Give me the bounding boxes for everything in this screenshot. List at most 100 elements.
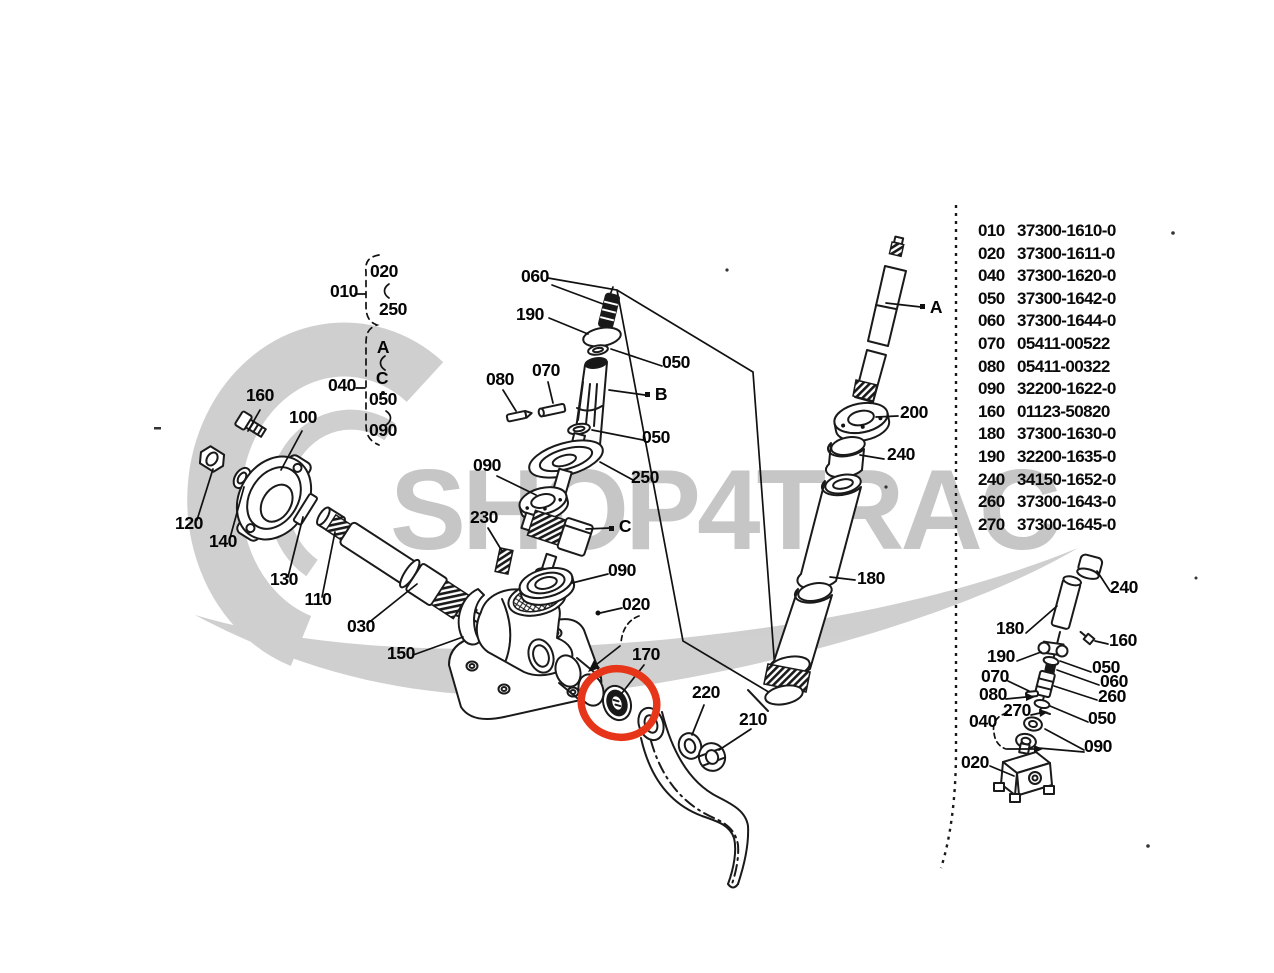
parts-row: 260 37300-1643-0	[978, 492, 1198, 515]
mini-washer-050-b	[1033, 698, 1051, 710]
steering-gear-C-part	[520, 509, 594, 557]
part-ref: 080	[978, 356, 1005, 376]
gear-housing-150	[448, 581, 603, 720]
part-number: 37300-1642-0	[1017, 288, 1116, 308]
callout-C-bracket: C	[376, 368, 389, 388]
page-specks	[154, 231, 1198, 848]
part-number: 37300-1643-0	[1017, 492, 1116, 512]
callout-180: 180	[857, 568, 886, 588]
mini-gearbox-020	[993, 742, 1055, 803]
callout-130: 130	[270, 569, 299, 589]
callout-200: 200	[900, 402, 929, 422]
part-ref: 190	[978, 446, 1005, 466]
washer-050-mid	[567, 422, 591, 436]
mini-callout-240: 240	[1110, 577, 1139, 597]
mini-bolt-160	[1079, 630, 1096, 646]
mini-callout-180: 180	[996, 618, 1025, 638]
steering-shaft-assembly	[747, 235, 907, 712]
callout-190: 190	[516, 304, 545, 324]
part-number: 34150-1652-0	[1017, 469, 1116, 489]
callout-A-bracket: A	[377, 337, 390, 357]
part-ref: 020	[978, 243, 1005, 263]
callout-090-a: 090	[473, 455, 502, 475]
part-ref: 070	[978, 333, 1005, 353]
part-ref: 180	[978, 424, 1005, 444]
callout-250: 250	[631, 467, 660, 487]
callout-050-b: 050	[642, 427, 671, 447]
mini-collar-190	[1037, 640, 1069, 658]
callout-C: C	[619, 516, 632, 536]
watermark-swirl-ring	[187, 322, 444, 666]
clamp-collar	[457, 588, 485, 646]
callout-040: 040	[328, 375, 357, 395]
callout-120: 120	[175, 513, 204, 533]
bushing-240	[824, 436, 866, 479]
callout-050-bracket: 050	[369, 389, 398, 409]
pin-080	[505, 409, 533, 423]
callout-070: 070	[532, 360, 561, 380]
callout-110: 110	[304, 589, 332, 609]
callout-230: 230	[470, 507, 499, 527]
parts-row: 190 32200-1635-0	[978, 447, 1198, 470]
parts-row: 240 34150-1652-0	[978, 470, 1198, 493]
callout-050-a: 050	[662, 352, 691, 372]
part-number: 32200-1635-0	[1017, 446, 1116, 466]
reference-bracket	[354, 254, 392, 446]
part-number: 37300-1645-0	[1017, 514, 1116, 534]
part-ref: 270	[978, 514, 1005, 534]
mini-callout-040: 040	[969, 711, 998, 731]
mini-sleeve-260	[1034, 669, 1056, 699]
shaft-upper-segment	[867, 265, 907, 347]
part-number: 32200-1622-0	[1017, 379, 1116, 399]
plug-060	[597, 292, 621, 330]
callout-020-bracket: 020	[370, 261, 399, 281]
clip-230	[494, 546, 514, 576]
part-number: 37300-1644-0	[1017, 311, 1116, 331]
watermark-swoosh-tail	[195, 548, 1078, 696]
mini-column-assembly	[992, 553, 1104, 803]
part-ref: 060	[978, 311, 1005, 331]
part-ref: 240	[978, 469, 1005, 489]
callout-160: 160	[246, 385, 275, 405]
part-number: 37300-1630-0	[1017, 424, 1116, 444]
pitman-arm	[637, 706, 750, 889]
flange-cover-100	[235, 454, 313, 542]
mini-callout-160: 160	[1109, 630, 1138, 650]
washer-220	[677, 732, 703, 760]
mini-callout-090: 090	[1084, 736, 1113, 756]
callout-150: 150	[387, 643, 416, 663]
leader-lines	[196, 284, 1111, 777]
callout-220: 220	[692, 682, 721, 702]
parts-row: 070 05411-00522	[978, 334, 1198, 357]
shaft-tip	[888, 235, 905, 258]
part-ref: 090	[978, 379, 1005, 399]
mini-callout-270: 270	[1003, 700, 1032, 720]
part-number: 05411-00522	[1017, 333, 1110, 353]
worm-shaft-030	[324, 513, 483, 624]
column-tube-lower	[747, 582, 833, 712]
bearing-090-lower	[518, 566, 576, 606]
parts-row: 060 37300-1644-0	[978, 311, 1198, 334]
column-tube-upper	[796, 473, 862, 590]
part-ref: 260	[978, 492, 1005, 512]
part-number: 01123-50820	[1017, 401, 1110, 421]
parts-row: 080 05411-00322	[978, 357, 1198, 380]
parts-row: 180 37300-1630-0	[978, 424, 1198, 447]
callout-140: 140	[209, 531, 238, 551]
callout-B: B	[655, 384, 667, 404]
oil-seal-170	[601, 684, 633, 722]
callout-090-bracket: 090	[369, 420, 398, 440]
mini-callout-020: 020	[961, 752, 990, 772]
mini-callout-070: 070	[981, 666, 1010, 686]
callout-240: 240	[887, 444, 916, 464]
part-ref: 050	[978, 288, 1005, 308]
part-number: 05411-00322	[1017, 356, 1110, 376]
callout-100: 100	[289, 407, 318, 427]
